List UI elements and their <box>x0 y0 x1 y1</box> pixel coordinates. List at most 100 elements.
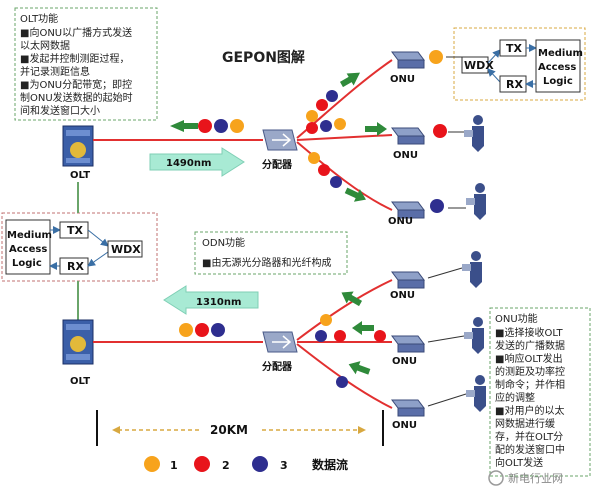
legend-label: 3 <box>280 459 288 472</box>
odn-note-heading: ODN功能 <box>202 236 245 249</box>
mac-label-line: Access <box>9 244 47 255</box>
upstream-wavelength-arrow: 1310nm <box>163 285 259 315</box>
green-arrow-icon <box>341 291 363 307</box>
packet-blue <box>430 199 444 213</box>
olt-label: OLT <box>70 170 90 181</box>
user-icon <box>427 375 486 412</box>
onu-note-line: 配的发送窗口中 <box>495 443 565 456</box>
onu-device: ONU <box>388 201 425 227</box>
olt-note-line: 间和发送窗口大小 <box>20 104 100 117</box>
onu-function-note: ONU功能 ■选择接收OLT 发送的广播数据 ■响应OLT发出 的测距及功率控 … <box>489 307 591 477</box>
distance-label: 20KM <box>210 423 248 437</box>
green-arrow-left-icon <box>170 120 198 132</box>
packet-blue <box>320 120 332 132</box>
legend-swatch-2 <box>194 456 210 472</box>
user-icon <box>448 115 484 152</box>
wdx-label: WDX <box>464 59 494 72</box>
legend-swatch-1 <box>144 456 160 472</box>
olt-device-top: OLT <box>62 125 94 181</box>
packet-red <box>316 99 328 111</box>
packet-orange <box>308 152 320 164</box>
watermark: 新电行业网 <box>488 470 563 486</box>
onu-device: ONU <box>391 399 425 431</box>
onu-note-heading: ONU功能 <box>495 312 538 325</box>
fiber-branch <box>296 141 393 211</box>
splitter-bottom: 分配器 <box>262 331 298 373</box>
packet-blue <box>211 323 225 337</box>
onu-device: ONU <box>391 335 425 367</box>
user-icon <box>448 183 486 220</box>
mac-label-line: Medium <box>538 48 583 59</box>
onu-device: ONU <box>390 51 425 85</box>
packet-blue <box>315 330 327 342</box>
rx-label: RX <box>67 260 84 273</box>
packet-red <box>198 119 212 133</box>
mac-label-line: Access <box>538 62 576 73</box>
distance-indicator: 20KM <box>96 410 384 446</box>
packet-blue <box>336 376 348 388</box>
packet-orange <box>306 110 318 122</box>
upstream-wavelength-label: 1310nm <box>196 297 241 308</box>
packet-red <box>433 124 447 138</box>
onu-note-line: ■对用户的以太 <box>495 404 564 417</box>
packet-orange <box>320 314 332 326</box>
fiber-branch <box>296 279 393 341</box>
onu-label: ONU <box>392 420 417 431</box>
onu-device: ONU <box>390 271 425 301</box>
olt-label: OLT <box>70 376 90 387</box>
splitter-top: 分配器 <box>262 129 298 171</box>
rx-label: RX <box>506 78 523 91</box>
legend: 1 2 3 数据流 <box>144 456 348 472</box>
packet-red <box>318 164 330 176</box>
packet-red <box>334 330 346 342</box>
onu-note-line: 发送的广播数据 <box>495 339 565 352</box>
downstream-wavelength-arrow: 1490nm <box>149 147 245 177</box>
olt-note-line: ■为ONU分配带宽；即控 <box>20 78 132 91</box>
wdx-label: WDX <box>111 243 141 256</box>
onu-note-line: 应的调整 <box>495 391 535 404</box>
packet-orange <box>429 50 443 64</box>
packet-blue <box>326 90 338 102</box>
mac-label-line: Logic <box>12 258 42 269</box>
fiber-branch <box>296 134 393 141</box>
user-icon <box>427 317 484 354</box>
olt-note-line: ■向ONU以广播方式发送 <box>20 26 132 39</box>
legend-swatch-3 <box>252 456 268 472</box>
green-arrow-icon <box>344 187 366 202</box>
data-flow-label: 数据流 <box>312 457 348 472</box>
olt-note-line: ■发起并控制测距过程， <box>20 52 129 65</box>
packet-red <box>306 122 318 134</box>
onu-note-line: ■响应OLT发出 <box>495 352 563 365</box>
green-arrow-icon <box>352 321 374 335</box>
onu-label: ONU <box>393 150 418 161</box>
tx-label: TX <box>506 42 523 55</box>
onu-note-line: 制命令；并作相 <box>495 378 565 391</box>
splitter-label: 分配器 <box>262 158 293 171</box>
onu-label: ONU <box>390 74 415 85</box>
onu-label: ONU <box>388 216 413 227</box>
packet-orange <box>179 323 193 337</box>
fiber-branch <box>296 343 393 409</box>
olt-note-line: 制ONU发送数据的起始时 <box>20 91 133 104</box>
olt-device-bottom: OLT <box>62 319 94 387</box>
green-arrow-icon <box>348 361 371 375</box>
tx-label: TX <box>67 224 84 237</box>
packet-blue <box>214 119 228 133</box>
onu-label: ONU <box>390 290 415 301</box>
packet-orange <box>230 119 244 133</box>
mac-label-line: Medium <box>7 230 52 241</box>
olt-note-line: 以太网数据 <box>20 39 70 52</box>
diagram-title: GEPON图解 <box>222 49 305 66</box>
packet-red <box>374 330 386 342</box>
legend-label: 2 <box>222 459 230 472</box>
packet-red <box>195 323 209 337</box>
mac-label-line: Logic <box>543 76 573 87</box>
olt-note-line: 并记录测距信息 <box>20 65 90 78</box>
splitter-label: 分配器 <box>262 360 293 373</box>
onu-note-line: 的测距及功率控 <box>495 365 565 378</box>
packet-blue <box>330 176 342 188</box>
watermark-text: 新电行业网 <box>508 471 563 485</box>
downstream-wavelength-label: 1490nm <box>166 158 211 169</box>
